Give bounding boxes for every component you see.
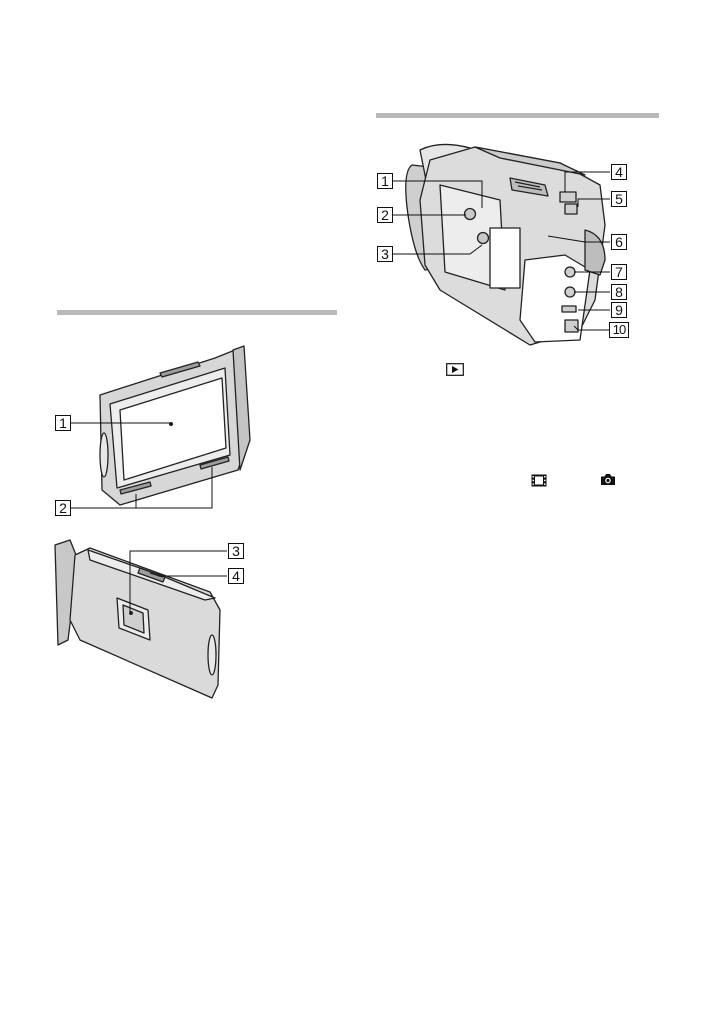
callout-6: 6	[611, 234, 627, 250]
callout-lcd-1: 1	[55, 415, 71, 431]
callout-7: 7	[611, 264, 627, 280]
movie-mode-icon	[531, 474, 547, 487]
lcd-front-illustration	[100, 346, 250, 505]
camcorder-illustration	[406, 144, 605, 345]
callout-9: 9	[611, 302, 627, 318]
callout-3: 3	[377, 246, 393, 262]
callout-1: 1	[377, 173, 393, 189]
callout-lcd-2: 2	[55, 500, 71, 516]
callout-8: 8	[611, 284, 627, 300]
callout-lcd-4: 4	[228, 568, 244, 584]
playback-icon	[446, 363, 464, 376]
photo-mode-icon	[600, 473, 616, 486]
callout-2: 2	[377, 207, 393, 223]
callout-4: 4	[611, 164, 627, 180]
callout-lcd-3: 3	[228, 543, 244, 559]
callout-10: 10	[609, 322, 629, 338]
lcd-back-illustration	[55, 540, 220, 698]
callout-5: 5	[611, 191, 627, 207]
